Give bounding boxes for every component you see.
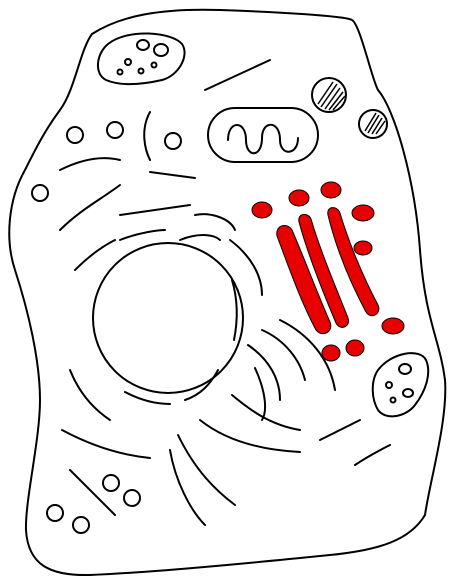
vesicle <box>32 185 48 201</box>
vesicle <box>67 127 83 143</box>
endoplasmic-reticulum-lower <box>62 320 390 525</box>
lysosome <box>373 353 428 416</box>
golgi-vesicle <box>346 340 364 356</box>
golgi-vesicle <box>352 205 374 221</box>
cell-membrane <box>9 10 445 575</box>
vesicle <box>165 133 181 149</box>
golgi-vesicle <box>289 190 309 206</box>
centriole-small <box>359 110 387 138</box>
golgi-vesicle <box>354 241 372 255</box>
endoplasmic-reticulum <box>60 60 270 340</box>
golgi-apparatus <box>252 182 404 361</box>
golgi-vesicle <box>252 202 272 218</box>
centriole-large <box>312 78 346 112</box>
vesicle <box>47 505 63 521</box>
vesicle <box>73 517 89 533</box>
vesicle <box>124 490 140 506</box>
golgi-vesicle <box>382 318 404 334</box>
golgi-vesicle <box>322 345 340 361</box>
vesicle <box>103 475 119 491</box>
nucleus <box>93 243 243 393</box>
vacuole <box>98 33 185 84</box>
mitochondrion <box>208 108 318 162</box>
golgi-vesicle <box>321 182 341 198</box>
vesicle <box>107 122 123 138</box>
